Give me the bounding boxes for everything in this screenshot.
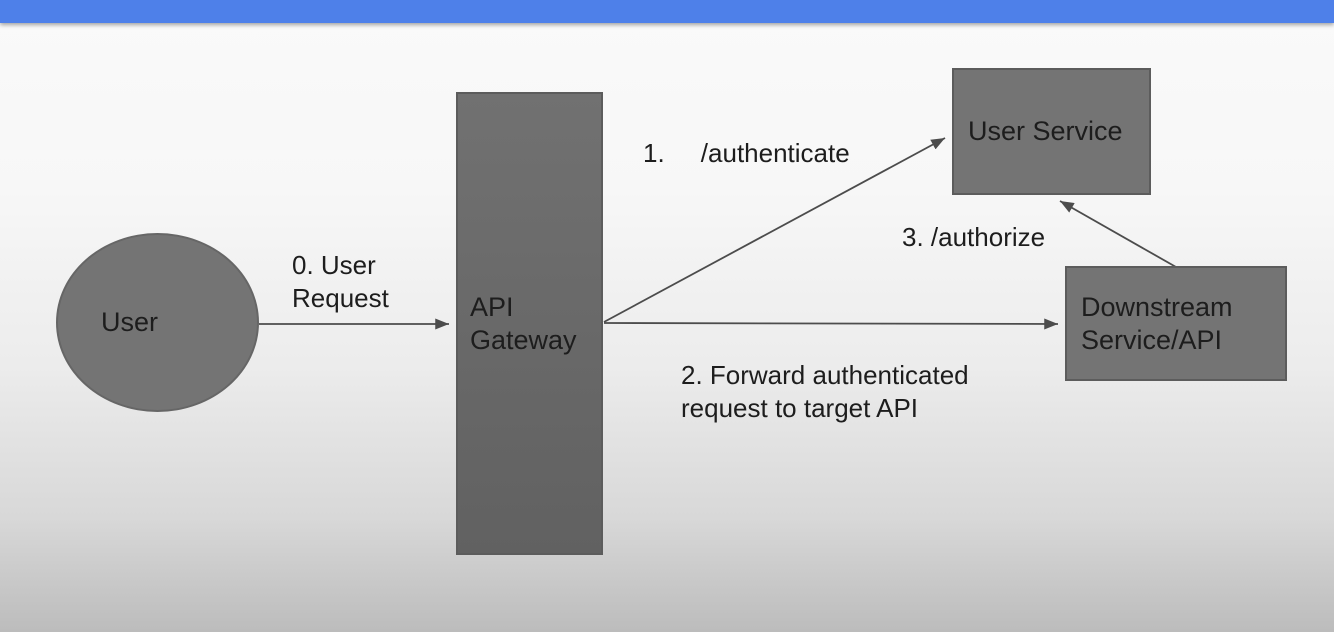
arrow-authenticate [603,137,946,323]
node-downstream-service: Downstream Service/API [1065,266,1287,381]
arrow-authorize [1059,200,1177,268]
top-title-bar [0,0,1334,23]
node-downstream-service-label: Downstream Service/API [1081,291,1233,355]
edge-label-forward-request: 2. Forward authenticated request to targ… [681,360,969,423]
node-user: User [56,233,259,412]
node-user-service-label: User Service [968,116,1123,146]
arrow-forward-request [603,318,1059,330]
edge-label-authenticate: 1. /authenticate [643,138,850,168]
node-api-gateway: API Gateway [456,92,603,555]
node-api-gateway-label: API Gateway [470,291,577,355]
node-user-service: User Service [952,68,1151,195]
edge-label-authorize: 3. /authorize [902,222,1046,252]
node-user-label: User [101,307,159,337]
edge-label-user-request: 0. User Request [292,250,389,313]
